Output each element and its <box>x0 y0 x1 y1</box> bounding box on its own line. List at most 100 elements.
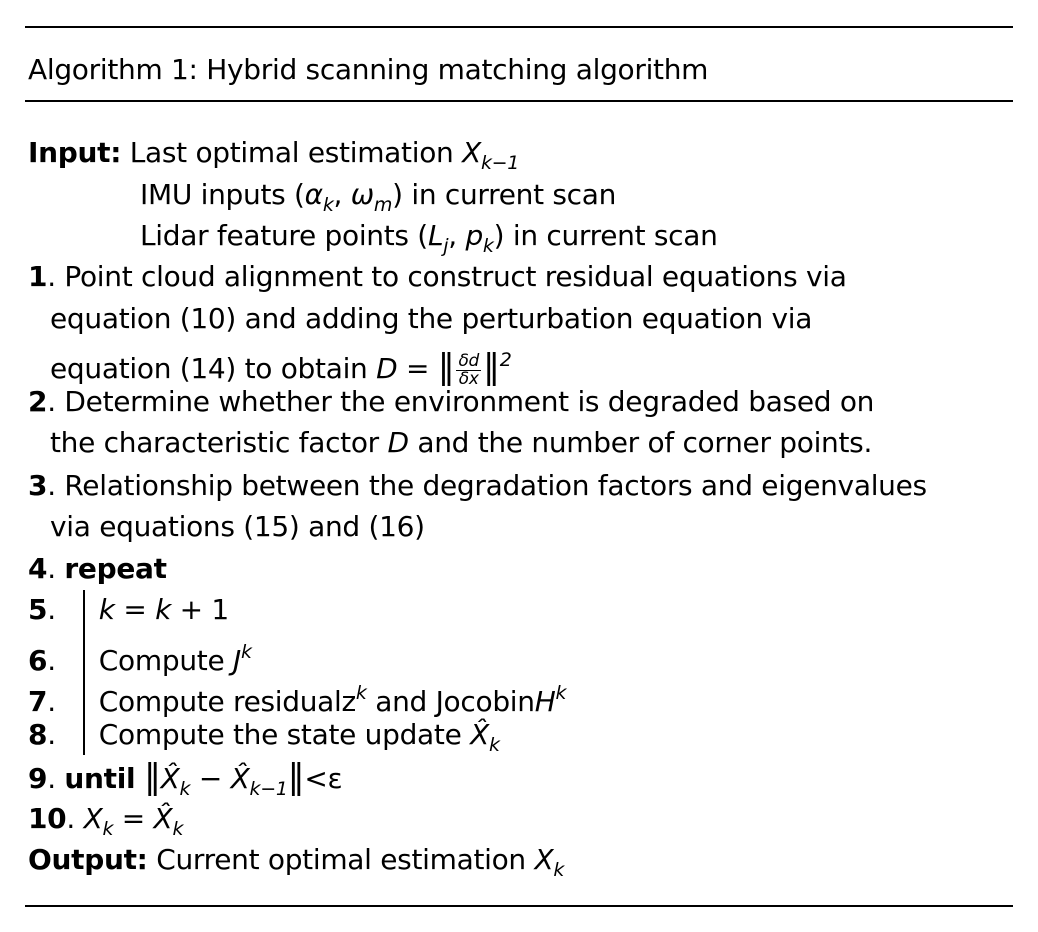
text-segment: the characteristic factor <box>50 426 388 459</box>
text-segment: k <box>322 194 334 216</box>
text-segment: via equations (15) and (16) <box>50 510 425 543</box>
text-segment: 1 <box>28 260 48 293</box>
text-segment: 8 <box>28 718 48 751</box>
text-segment: until <box>64 762 136 795</box>
text-segment <box>135 762 144 795</box>
text-segment: . Relationship between the degradation f… <box>47 469 927 502</box>
text-segment: k <box>155 593 172 626</box>
text-segment: ) in current scan <box>493 219 718 252</box>
text-segment: Current optimal estimation <box>147 843 535 876</box>
text-segment: ) in current scan <box>392 178 617 211</box>
text-segment: + 1 <box>171 593 230 626</box>
algorithm-line: IMU inputs (αk, ωm) in current scan <box>140 175 616 225</box>
algorithm-line: Input: Last optimal estimation Xk−1 <box>28 133 519 183</box>
algorithm-line: 4. repeat <box>28 549 167 589</box>
text-segment: . <box>47 552 65 585</box>
text-segment: Output: <box>28 843 148 876</box>
text-segment: ‖ <box>143 757 161 797</box>
algorithm-line: 5. k = k + 1 <box>28 590 229 630</box>
text-segment: − <box>190 762 231 795</box>
text-segment: , <box>448 219 466 252</box>
text-segment: p <box>465 219 483 252</box>
text-segment: = <box>397 352 438 385</box>
text-segment: . <box>66 802 84 835</box>
text-segment: k <box>172 818 184 840</box>
algorithm-title: Algorithm 1: Hybrid scanning matching al… <box>28 53 709 86</box>
text-segment: k <box>355 682 367 704</box>
text-segment: k <box>555 682 567 704</box>
text-segment: equation (14) to obtain <box>50 352 377 385</box>
text-segment: J <box>232 644 241 677</box>
text-segment: X <box>534 843 554 876</box>
algorithm-line: 2. Determine whether the environment is … <box>28 382 874 422</box>
text-segment: k <box>179 778 191 800</box>
text-segment: 2 <box>499 349 512 371</box>
text-segment: = <box>113 802 154 835</box>
text-segment: k <box>482 235 494 257</box>
algorithm-line: equation (10) and adding the perturbatio… <box>50 299 812 339</box>
text-segment: D <box>387 426 409 459</box>
loop-body-bar <box>83 590 85 755</box>
title-rule <box>25 100 1013 102</box>
text-segment: X <box>462 136 481 169</box>
text-segment: repeat <box>64 552 167 585</box>
text-segment: L <box>427 219 444 252</box>
text-segment: 2 <box>28 385 48 418</box>
algorithm-line: Lidar feature points (Lj, pk) in current… <box>140 216 718 266</box>
text-segment: D <box>376 352 398 385</box>
text-segment: . <box>47 762 65 795</box>
text-segment: Input: <box>28 136 122 169</box>
text-segment: equation (10) and adding the perturbatio… <box>50 302 813 335</box>
fraction-denominator: δx <box>458 368 479 389</box>
algorithm-line: via equations (15) and (16) <box>50 507 425 547</box>
algorithm-line: 8. Compute the state update X̂k <box>28 715 500 765</box>
fraction-numerator: δd <box>456 350 482 371</box>
text-segment: X̂ <box>160 762 180 795</box>
text-segment: H <box>534 685 556 718</box>
algorithm-line: 10. Xk = X̂k <box>28 799 183 849</box>
text-segment: <ε <box>304 762 343 795</box>
text-segment: , <box>333 178 351 211</box>
text-segment: . Compute the state update <box>47 718 471 751</box>
text-segment: α <box>304 178 323 211</box>
algorithm-line: Output: Current optimal estimation Xk <box>28 840 564 890</box>
text-segment: 9 <box>28 762 48 795</box>
text-segment: . Point cloud alignment to construct res… <box>47 260 847 293</box>
text-segment: k <box>98 593 115 626</box>
text-segment: . Compute residualz <box>47 685 356 718</box>
text-segment: . Determine whether the environment is d… <box>47 385 875 418</box>
text-segment: 3 <box>28 469 48 502</box>
algorithm-line: the characteristic factor D and the numb… <box>50 423 872 463</box>
algorithm-line: 3. Relationship between the degradation … <box>28 466 927 506</box>
text-segment: X̂ <box>470 718 490 751</box>
text-segment: k <box>489 734 500 756</box>
text-segment: X̂ <box>230 762 250 795</box>
algorithm-line: 7. Compute residualzk and JocobinHk <box>28 673 566 722</box>
text-segment: ‖ <box>437 347 455 387</box>
text-segment: k−1 <box>249 778 288 800</box>
algorithm-line: 1. Point cloud alignment to construct re… <box>28 257 847 297</box>
bottom-rule <box>25 905 1013 907</box>
text-segment: and Jocobin <box>366 685 535 718</box>
text-segment: ‖ <box>483 347 500 387</box>
algorithm-line: 9. until ‖X̂k − X̂k−1‖<ε <box>28 757 343 809</box>
text-segment: . Compute <box>47 644 233 677</box>
algorithm-line: 6. Compute Jk <box>28 632 252 681</box>
text-segment: Lidar feature points ( <box>140 219 428 252</box>
text-segment: 10 <box>28 802 67 835</box>
text-segment: Last optimal estimation <box>121 136 463 169</box>
text-segment: 5 <box>28 593 48 626</box>
text-segment: . <box>47 593 99 626</box>
text-segment: k <box>553 859 565 881</box>
text-segment: j <box>443 235 449 257</box>
text-segment: m <box>373 194 393 216</box>
text-segment: and the number of corner points. <box>408 426 873 459</box>
text-segment: 7 <box>28 685 48 718</box>
text-segment: = <box>114 593 156 626</box>
top-rule <box>25 26 1013 28</box>
text-segment: k <box>240 641 252 663</box>
text-segment: ω <box>350 178 374 211</box>
text-segment: 6 <box>28 644 48 677</box>
